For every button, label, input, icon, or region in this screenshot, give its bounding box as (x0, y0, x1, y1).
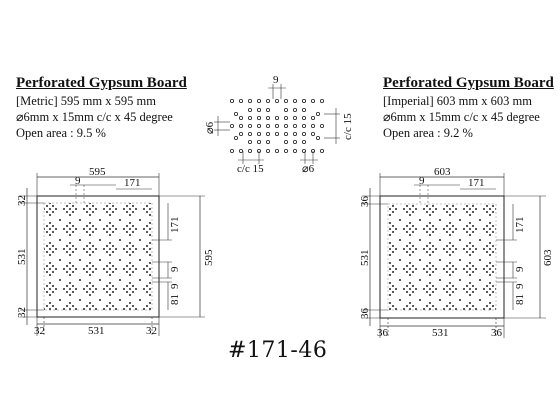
imperial-right-pitch-dim-1: 9 (514, 266, 526, 272)
imperial-right-pitch-dim-2: 9 (514, 283, 526, 289)
metric-bottom-inner-dim: 531 (88, 325, 105, 337)
imperial-top-module-dim: 171 (468, 177, 485, 189)
metric-left-top-border-dim: 32 (16, 195, 28, 206)
detail-cc-right: c/c 15 (342, 113, 354, 140)
imperial-right-overall-dim: 603 (542, 249, 554, 266)
imperial-title: Perforated Gypsum Board (383, 75, 554, 91)
imperial-board-drawing: 603 9 171 36 531 36 603 171 9 9 81 36 53… (359, 166, 554, 339)
detail-cc-bottom: c/c 15 (237, 163, 264, 175)
metric-right-module-dim: 171 (169, 217, 181, 234)
metric-title: Perforated Gypsum Board (16, 75, 187, 91)
metric-open-area: Open area : 9.5 % (16, 126, 106, 140)
metric-right-pitch-dim-1: 9 (169, 266, 181, 272)
metric-board-drawing: 595 9 171 32 531 32 595 171 9 9 81 (16, 166, 215, 337)
pattern-code: #171-46 (228, 338, 328, 363)
imperial-size: [Imperial] 603 mm x 603 mm (383, 94, 532, 108)
metric-top-pitch-dim: 9 (75, 175, 81, 187)
imperial-bottom-left-border-dim: 36 (377, 327, 389, 339)
perforation-detail: 9 ⌀6 c/c 15 c/c 15 ⌀6 (204, 74, 354, 175)
metric-right-step-dim: 81 (169, 294, 181, 305)
imperial-spec-block: Perforated Gypsum Board [Imperial] 603 m… (383, 74, 554, 141)
imperial-top-overall-dim: 603 (434, 166, 451, 178)
metric-top-overall-dim: 595 (89, 166, 106, 178)
metric-right-overall-dim: 595 (203, 249, 215, 266)
imperial-top-pitch-dim: 9 (419, 175, 425, 187)
imperial-right-module-dim: 171 (514, 217, 526, 234)
imperial-left-inner-dim: 531 (359, 250, 371, 267)
metric-perforation: ⌀6mm x 15mm c/c x 45 degree (16, 110, 173, 124)
metric-bottom-left-border-dim: 32 (34, 325, 45, 337)
detail-hole-pattern (229, 99, 324, 153)
detail-diameter-bottom: ⌀6 (302, 163, 315, 175)
metric-top-module-dim: 171 (124, 177, 141, 189)
metric-left-bottom-border-dim: 32 (16, 307, 28, 318)
imperial-left-top-border-dim: 36 (359, 196, 371, 208)
imperial-bottom-inner-dim: 531 (432, 327, 449, 339)
imperial-perforation: ⌀6mm x 15mm c/c x 45 degree (383, 110, 540, 124)
metric-size: [Metric] 595 mm x 595 mm (16, 94, 156, 108)
metric-bottom-right-border-dim: 32 (146, 325, 157, 337)
metric-right-pitch-dim-2: 9 (169, 283, 181, 289)
imperial-bottom-right-border-dim: 36 (491, 327, 503, 339)
imperial-right-step-dim: 81 (514, 294, 526, 305)
imperial-left-bottom-border-dim: 36 (359, 308, 371, 320)
imperial-open-area: Open area : 9.2 % (383, 126, 473, 140)
detail-diameter-left: ⌀6 (204, 121, 216, 134)
metric-spec-block: Perforated Gypsum Board [Metric] 595 mm … (16, 74, 187, 141)
metric-left-inner-dim: 531 (16, 249, 28, 266)
detail-pitch-top: 9 (273, 74, 279, 86)
